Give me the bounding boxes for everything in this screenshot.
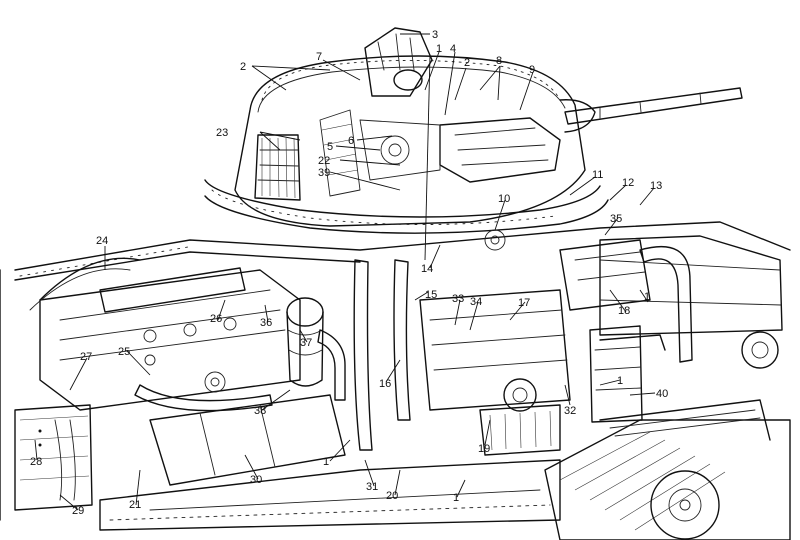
callout-25: 25 (118, 346, 130, 358)
callout-38: 38 (254, 405, 266, 417)
hull-frame (14, 221, 791, 451)
callout-40: 40 (656, 388, 668, 400)
callout-3: 3 (432, 29, 438, 41)
callout-4: 4 (450, 43, 456, 55)
callout-37: 37 (300, 337, 312, 349)
callout-1e: 1 (453, 492, 459, 504)
callout-29: 29 (72, 505, 84, 517)
callout-30: 30 (250, 474, 262, 486)
gun-barrel (559, 87, 743, 133)
callout-2a: 2 (240, 61, 246, 73)
leader-lines (34, 33, 656, 511)
callout-24: 24 (96, 235, 108, 247)
callout-33: 33 (452, 293, 464, 305)
callout-26: 26 (210, 313, 222, 325)
callout-17: 17 (518, 297, 530, 309)
callout-21: 21 (129, 499, 141, 511)
callout-1a: 1 (436, 43, 442, 55)
callout-labels: 2 3 1 4 7 2 8 9 23 5 6 22 39 10 11 12 13… (30, 29, 668, 517)
callout-39: 39 (318, 167, 330, 179)
callout-28: 28 (30, 456, 42, 468)
callout-14: 14 (421, 263, 433, 275)
fuel-tank (149, 394, 346, 486)
callout-9: 9 (529, 64, 535, 76)
callout-1c: 1 (617, 375, 623, 387)
callout-6: 6 (348, 135, 354, 147)
engine-block (0, 257, 346, 521)
callout-2b: 2 (464, 57, 470, 69)
callout-1d: 1 (323, 456, 329, 468)
callout-8: 8 (496, 55, 502, 67)
callout-13: 13 (650, 180, 662, 192)
hull-floor (99, 459, 561, 531)
callout-20: 20 (386, 490, 398, 502)
callout-18: 18 (618, 305, 630, 317)
turret (204, 27, 609, 234)
callout-31: 31 (366, 481, 378, 493)
callout-1b: 1 (644, 291, 650, 303)
callout-34: 34 (470, 296, 482, 308)
callout-27: 27 (80, 351, 92, 363)
callout-22: 22 (318, 155, 330, 167)
callout-5: 5 (327, 141, 333, 153)
callout-32: 32 (564, 405, 576, 417)
callout-16: 16 (379, 378, 391, 390)
callout-15: 15 (425, 289, 437, 301)
callout-23: 23 (216, 127, 228, 139)
callout-10: 10 (498, 193, 510, 205)
callout-35: 35 (610, 213, 622, 225)
callout-12: 12 (622, 177, 634, 189)
callout-11: 11 (592, 169, 603, 181)
side-details (38, 325, 666, 447)
callout-19: 19 (478, 443, 490, 455)
track-assembly (544, 399, 791, 540)
callout-36: 36 (260, 317, 272, 329)
transmission (419, 229, 651, 456)
callout-7: 7 (316, 51, 322, 63)
